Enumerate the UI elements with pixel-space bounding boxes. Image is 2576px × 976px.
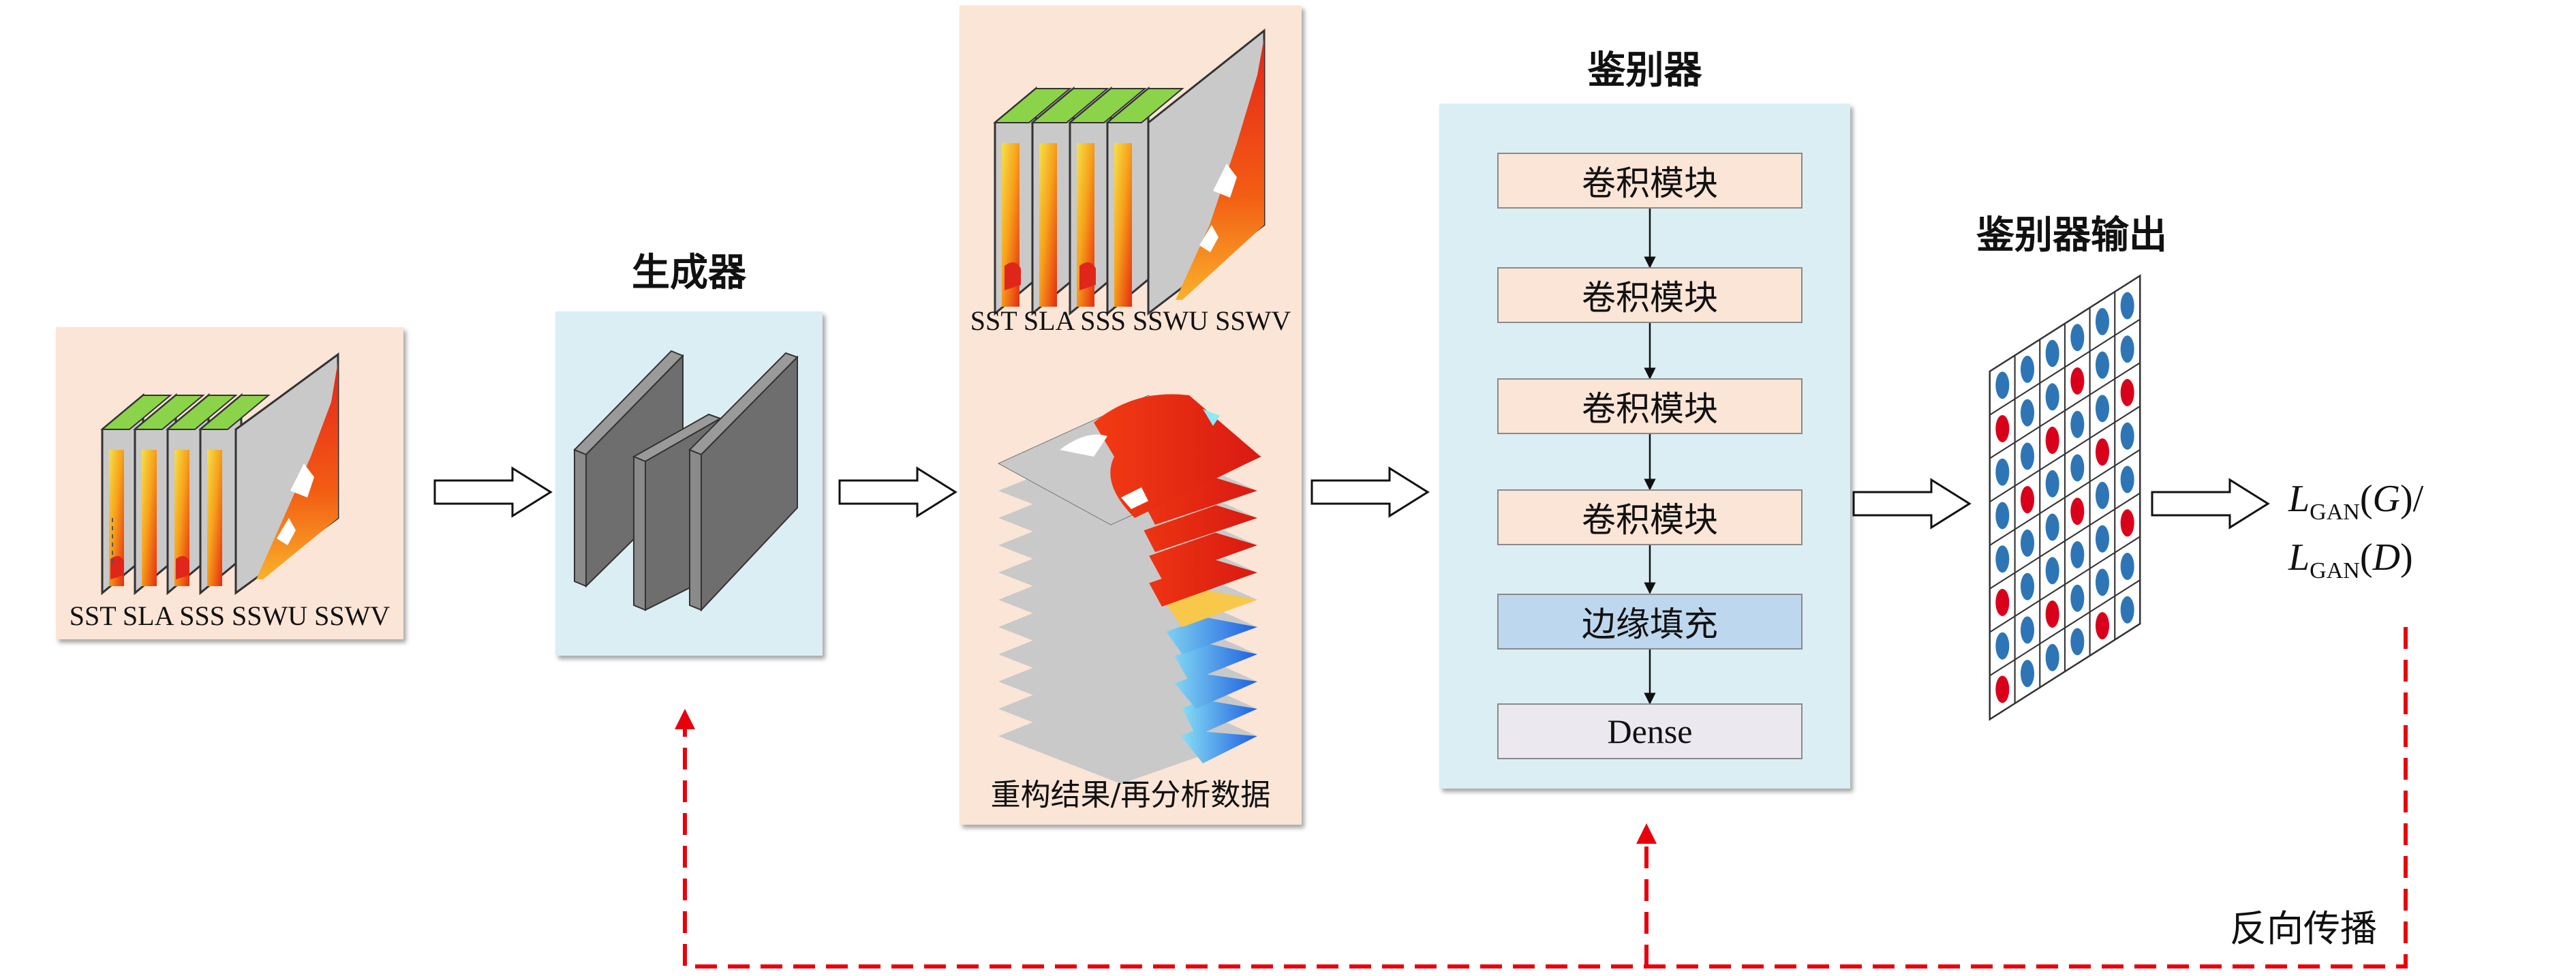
grid-dot-red xyxy=(2070,367,2085,395)
grid-dot-blue xyxy=(2120,335,2134,363)
grid-dot-blue xyxy=(2021,573,2034,600)
loss-symbol-d: L xyxy=(2288,536,2310,579)
backprop-arrowhead-generator xyxy=(675,709,695,729)
loss-subscript-d: GAN xyxy=(2310,558,2360,584)
loss-generator: LGAN(G)/ xyxy=(2288,477,2423,525)
conv-block-3: 卷积模块 xyxy=(1497,378,1803,434)
grid-dot-red xyxy=(1995,675,2010,703)
grid-dot-blue xyxy=(2096,525,2109,553)
flow-arrows xyxy=(433,466,2270,530)
grid-dot-blue xyxy=(2096,307,2109,335)
grid-dot-blue xyxy=(2120,553,2134,581)
grid-dot-blue xyxy=(2120,466,2134,493)
backprop-arrowheads xyxy=(675,709,1657,844)
grid-dot-red xyxy=(1995,588,2010,616)
generator-title: 生成器 xyxy=(632,250,746,295)
reference-data-stack xyxy=(993,28,1266,316)
grid-dot-red xyxy=(2096,612,2109,640)
grid-dot-blue xyxy=(2070,324,2085,352)
reference-caption: SST SLA SSS SSWU SSWV xyxy=(970,305,1291,336)
grid-dot-blue xyxy=(1995,502,2010,530)
grid-dot-blue xyxy=(2096,568,2109,596)
conv-block-4: 卷积模块 xyxy=(1497,489,1803,545)
grid-dot-red xyxy=(1995,414,2010,442)
grid-dot-red xyxy=(2045,427,2059,455)
discriminator-title: 鉴别器 xyxy=(1587,48,1702,93)
grid-dot-blue xyxy=(2096,395,2109,423)
reconstruction-layers xyxy=(997,394,1262,784)
grid-dot-blue xyxy=(2096,351,2109,379)
grid-dot-blue xyxy=(2021,660,2034,688)
grid-dot-blue xyxy=(2120,596,2134,624)
grid-dot-blue xyxy=(1995,545,2010,573)
backprop-lines xyxy=(683,627,2408,969)
discriminator-panel xyxy=(1439,104,1850,789)
grid-dot-blue xyxy=(2021,529,2034,557)
grid-dot-blue xyxy=(2045,470,2059,498)
grid-dot-blue xyxy=(1995,371,2010,399)
grid-dot-blue xyxy=(1995,458,2010,486)
grid-dot-red xyxy=(2120,509,2134,537)
grid-dot-red xyxy=(2096,438,2109,466)
grid-dot-red xyxy=(2070,498,2085,525)
arrow-generator-to-data xyxy=(838,466,957,518)
grid-dot-red xyxy=(2045,600,2059,628)
loss-discriminator: LGAN(D) xyxy=(2288,536,2413,584)
grid-dot-blue xyxy=(2045,513,2059,541)
grid-dot-blue xyxy=(1995,632,2010,660)
backprop-label: 反向传播 xyxy=(2230,907,2377,950)
generator-layers xyxy=(573,350,799,612)
dense-block: Dense xyxy=(1497,703,1803,759)
output-title: 鉴别器输出 xyxy=(1976,213,2167,258)
padding-block: 边缘填充 xyxy=(1497,594,1803,650)
backprop-arrowhead-discriminator xyxy=(1636,823,1657,844)
reconstruction-caption: 重构结果/再分析数据 xyxy=(990,778,1271,812)
loss-subscript-g: GAN xyxy=(2310,500,2360,525)
grid-dot-blue xyxy=(2021,399,2034,427)
loss-g-term: (G)/ xyxy=(2359,478,2424,520)
grid-dot-blue xyxy=(2070,628,2085,656)
arrow-output-to-loss xyxy=(2151,478,2270,530)
loss-d-term: (D) xyxy=(2359,536,2413,579)
grid-dot-blue xyxy=(2070,540,2085,568)
backprop-path xyxy=(683,627,2408,969)
generator-plate-3 xyxy=(688,352,799,612)
conv-block-2: 卷积模块 xyxy=(1497,267,1803,323)
grid-dot-blue xyxy=(2070,454,2085,482)
arrow-input-to-generator xyxy=(433,466,553,518)
grid-dot-blue xyxy=(2096,481,2109,509)
grid-dot-blue xyxy=(2045,557,2059,585)
grid-dot-blue xyxy=(2045,643,2059,671)
grid-dot-blue xyxy=(2021,442,2034,470)
arrow-data-to-discriminator xyxy=(1310,466,1430,518)
discriminator-output-grid xyxy=(1989,274,2141,721)
grid-dot-blue xyxy=(2045,339,2059,367)
grid-dot-blue xyxy=(2070,584,2085,612)
grid-dot-blue xyxy=(2021,355,2034,383)
grid-dot-blue xyxy=(2120,422,2134,450)
grid-dot-red xyxy=(2120,379,2134,407)
grid-dot-red xyxy=(2021,486,2034,514)
grid-dot-blue xyxy=(2021,616,2034,644)
grid-dot-blue xyxy=(2070,410,2085,438)
input-data-stack xyxy=(100,352,339,596)
grid-dot-blue xyxy=(2045,383,2059,411)
grid-dot-blue xyxy=(2120,292,2134,320)
arrow-discriminator-to-output xyxy=(1852,478,1972,530)
loss-symbol-g: L xyxy=(2288,478,2310,520)
input-caption: SST SLA SSS SSWU SSWV xyxy=(69,600,390,631)
conv-block-1: 卷积模块 xyxy=(1497,153,1803,209)
